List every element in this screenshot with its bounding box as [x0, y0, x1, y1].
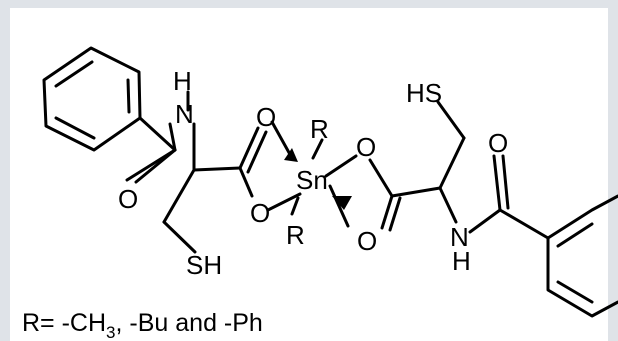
atom-r-top: R [310, 114, 329, 144]
left-cysteine-chain [162, 166, 242, 254]
atom-hs-right: HS [406, 78, 442, 108]
atom-n-right: N [450, 222, 469, 252]
legend-prefix: R= -CH [22, 309, 106, 337]
atom-o-acid-bottom-right: O [357, 226, 377, 256]
atom-sn-center: Sn [296, 165, 328, 195]
atom-o-carbonyl-left: O [118, 184, 138, 214]
atom-o-acid-top-right: O [356, 132, 376, 162]
atom-o-carbonyl-right: O [488, 128, 508, 158]
atom-n-left: N [175, 99, 194, 129]
right-benzene-ring [546, 194, 618, 318]
figure-panel [10, 8, 608, 341]
legend-suffix: , -Bu and -Ph [116, 309, 263, 337]
right-amide-bonds [468, 154, 550, 240]
left-carboxylate [238, 126, 268, 198]
atom-o-acid-bottom-left: O [250, 198, 270, 228]
r-group-legend: R= -CH3, -Bu and -Ph [22, 309, 263, 341]
left-benzene-ring [42, 46, 142, 152]
atom-r-bottom: R [286, 220, 305, 250]
left-amide-bonds [125, 90, 196, 184]
atom-sh-left: SH [186, 250, 222, 280]
right-carboxylate [368, 158, 442, 232]
atom-o-acid-top-left: O [256, 102, 276, 132]
right-cysteine-chain [436, 100, 466, 224]
atom-h-left: H [173, 66, 192, 96]
tin-coordination-bonds [266, 120, 358, 228]
atom-h-right: H [452, 246, 471, 276]
legend-subscript: 3 [106, 323, 115, 341]
